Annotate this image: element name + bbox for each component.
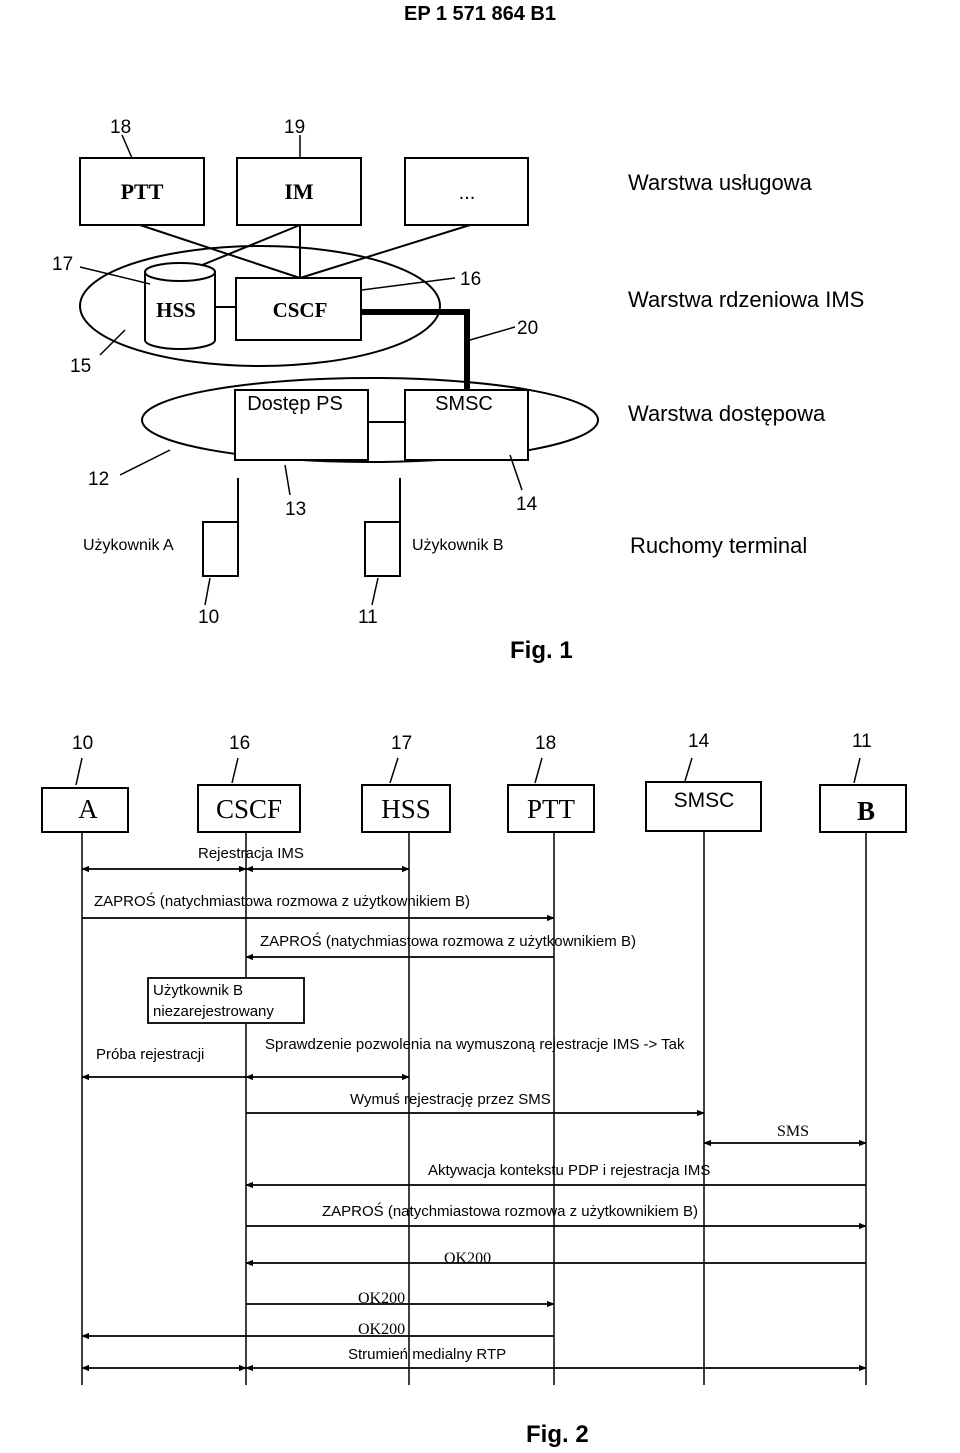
msg-ok-2: OK200 — [358, 1290, 405, 1307]
terminal-layer-label: Ruchomy terminal — [630, 533, 807, 558]
msg-check: Sprawdzenie pozwolenia na wymuszoną reje… — [265, 1036, 685, 1053]
fig2 — [41, 757, 907, 1385]
unregistered-note-box — [147, 977, 305, 1024]
ref-20: 20 — [517, 318, 538, 339]
link-im-hss — [184, 224, 301, 273]
ref-16: 16 — [460, 269, 481, 290]
more-services-box — [404, 157, 529, 226]
ref-10: 10 — [198, 607, 219, 628]
ps-access-label: Dostęp PS — [247, 393, 343, 415]
cscf-box — [235, 277, 362, 341]
msg-reg-attempt: Próba rejestracji — [96, 1046, 204, 1063]
more-label: ... — [459, 182, 476, 204]
fig1 — [79, 134, 599, 606]
ref-14: 14 — [516, 494, 538, 515]
hss-label: HSS — [156, 298, 196, 322]
hss-cylinder — [144, 262, 216, 350]
entity-smsc-label: SMSC — [674, 789, 735, 812]
ref-17: 17 — [52, 254, 73, 275]
cscf-label: CSCF — [273, 298, 328, 322]
service-layer-label: Warstwa usługowa — [628, 170, 813, 195]
entity-a-box — [41, 787, 129, 833]
entity-cscf-label: CSCF — [216, 794, 282, 824]
ref2-16: 16 — [229, 733, 250, 754]
link-ptt-cscf — [139, 224, 301, 279]
terminal-a — [202, 521, 239, 577]
fig1-leaders — [79, 134, 523, 606]
entity-b-box — [819, 784, 907, 833]
msg-ok-3: OK200 — [358, 1321, 405, 1338]
msg-sms: SMS — [777, 1123, 809, 1140]
entity-b-label: B — [857, 796, 875, 826]
terminal-b — [364, 521, 401, 577]
fig1-refs: 18 19 17 16 15 20 12 13 14 10 11 — [52, 117, 538, 628]
ref2-18: 18 — [535, 733, 556, 754]
ref-11: 11 — [358, 607, 378, 628]
lifelines — [81, 831, 867, 1385]
entity-cscf-box — [197, 784, 301, 833]
im-label: IM — [284, 179, 314, 204]
msg-rtp: Strumień medialny RTP — [348, 1346, 506, 1363]
entity-hss-box — [361, 784, 451, 833]
msg-invite-1: ZAPROŚ (natychmiastowa rozmowa z użytkow… — [94, 892, 470, 910]
ps-access-box — [234, 389, 369, 461]
message-labels: Rejestracja IMS ZAPROŚ (natychmiastowa r… — [94, 845, 710, 1363]
ref-12: 12 — [88, 469, 109, 490]
ref2-17: 17 — [391, 733, 412, 754]
msg-reg-ims: Rejestracja IMS — [198, 845, 304, 862]
page-header: EP 1 571 864 B1 — [404, 3, 556, 25]
ref2-14: 14 — [688, 731, 710, 752]
access-ellipse — [141, 377, 599, 463]
fig2-caption: Fig. 2 — [526, 1421, 589, 1448]
entity-ptt-box — [507, 784, 595, 833]
fig2-refs: 10 16 17 18 14 11 — [72, 731, 872, 754]
cscf-smsc-link — [361, 309, 470, 390]
msg-force-sms: Wymuś rejestrację przez SMS — [350, 1091, 551, 1108]
note-unreg-line1: Użytkownik B — [153, 982, 243, 999]
entity-ptt-label: PTT — [527, 794, 576, 824]
fig1-caption: Fig. 1 — [510, 637, 573, 664]
user-b-label: Użykownik B — [412, 537, 504, 554]
link-other-cscf — [299, 224, 471, 279]
message-arrows — [81, 865, 867, 1372]
ims-core-ellipse — [79, 245, 441, 367]
ref2-10: 10 — [72, 733, 93, 754]
msg-invite-3: ZAPROŚ (natychmiastowa rozmowa z użytkow… — [322, 1202, 698, 1220]
msg-pdp: Aktywacja kontekstu PDP i rejestracja IM… — [428, 1162, 710, 1179]
ref-15: 15 — [70, 356, 91, 377]
ref-13: 13 — [285, 499, 306, 520]
user-a-label: Użykownik A — [83, 537, 174, 554]
msg-invite-2: ZAPROŚ (natychmiastowa rozmowa z użytkow… — [260, 932, 636, 950]
core-layer-label: Warstwa rdzeniowa IMS — [628, 287, 864, 312]
note-unreg-line2: niezarejestrowany — [153, 1003, 274, 1020]
entity-a-label: A — [78, 794, 98, 824]
smsc-label: SMSC — [435, 393, 493, 415]
ref-18: 18 — [110, 117, 131, 138]
ref2-11: 11 — [852, 731, 872, 752]
smsc-box — [404, 389, 529, 461]
serif-message-labels: SMS OK200 OK200 OK200 — [358, 1123, 809, 1338]
entity-hss-label: HSS — [381, 794, 431, 824]
msg-ok-1: OK200 — [444, 1250, 491, 1267]
fig2-leaders — [75, 757, 861, 786]
ptt-label: PTT — [121, 179, 164, 204]
ref-19: 19 — [284, 117, 305, 138]
access-layer-label: Warstwa dostępowa — [628, 401, 826, 426]
